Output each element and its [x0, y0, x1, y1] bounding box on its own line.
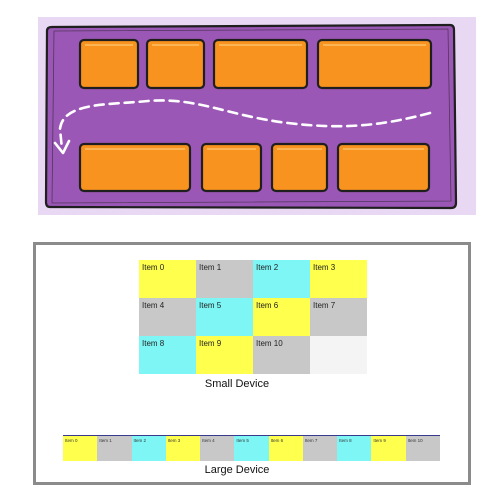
large-device-item: Item 8 — [337, 436, 372, 461]
small-device-item: Item 10 — [253, 336, 310, 374]
flex-box — [145, 38, 206, 90]
large-device-item: Item 1 — [97, 436, 132, 461]
small-device-item: Item 9 — [196, 336, 253, 374]
small-device-caption: Small Device — [204, 378, 270, 390]
large-device-item: Item 6 — [268, 436, 303, 461]
large-device-item: Item 9 — [371, 436, 406, 461]
large-device-item: Item 7 — [302, 436, 338, 461]
small-device-item: Item 7 — [310, 298, 367, 336]
large-device-item: Item 2 — [131, 436, 166, 461]
large-device-item: Item 0 — [63, 436, 98, 461]
flex-box — [78, 38, 140, 90]
small-device-item: Item 6 — [253, 298, 310, 336]
small-device-item: Item 3 — [310, 260, 367, 298]
flex-box — [200, 142, 263, 193]
small-device-item: Item 2 — [253, 260, 310, 298]
flex-wrap-drawing — [44, 23, 458, 210]
small-device-item: Item 0 — [139, 260, 196, 298]
flex-box — [336, 142, 431, 193]
large-device-item: Item 3 — [165, 436, 201, 461]
small-device-item: Item 5 — [196, 298, 253, 336]
small-device-item: Item 4 — [139, 298, 196, 336]
flex-box — [316, 38, 433, 90]
flex-box — [212, 38, 309, 90]
large-device-caption: Large Device — [204, 464, 270, 476]
flex-wrap-illustration — [38, 17, 476, 215]
flex-box — [270, 142, 329, 193]
large-device-item: Item 5 — [234, 436, 269, 461]
flex-box — [78, 142, 192, 193]
dashed-wrap-arrow-icon — [58, 99, 432, 151]
large-device-item: Item 10 — [405, 436, 440, 461]
small-device-item: Item 1 — [196, 260, 253, 298]
large-device-item: Item 4 — [200, 436, 235, 461]
small-device-item: Item 8 — [139, 336, 196, 374]
